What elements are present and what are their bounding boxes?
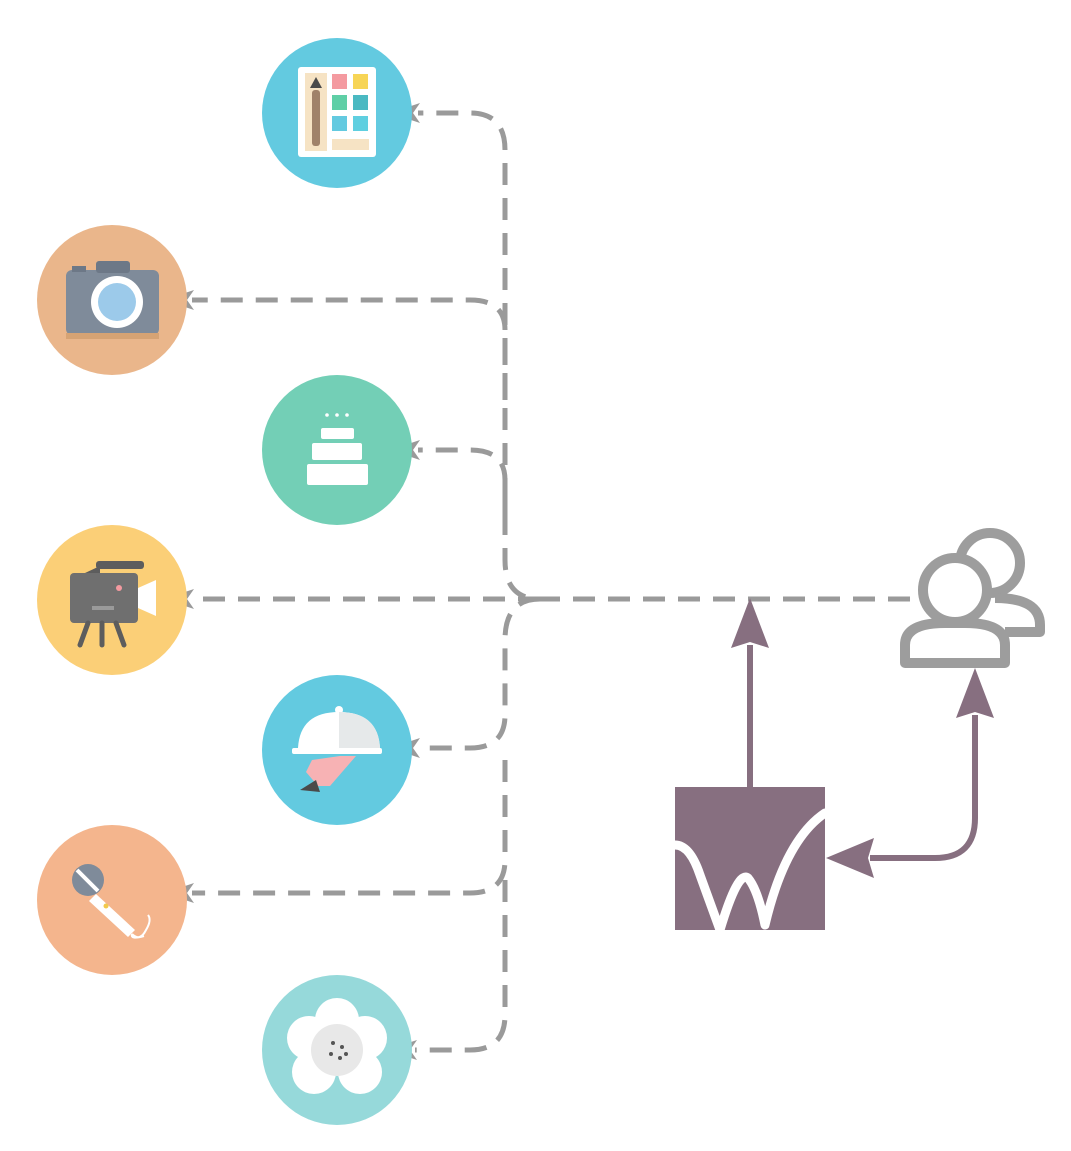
service-palette[interactable] (262, 38, 412, 188)
brand-logo (670, 787, 830, 935)
brand-up-arrowhead (731, 598, 769, 648)
service-videography[interactable] (37, 525, 187, 675)
connector-camera (164, 290, 508, 400)
video-camera-icon (70, 561, 156, 648)
service-catering[interactable] (262, 675, 412, 825)
flower-icon (287, 998, 387, 1094)
dashed-connectors (164, 103, 910, 1060)
connector-catering (390, 596, 541, 758)
service-photography[interactable] (37, 225, 187, 375)
brand-left-arrowhead (826, 838, 874, 878)
cake-icon (307, 413, 368, 485)
service-cake[interactable] (262, 375, 412, 525)
service-entertainment-circle (37, 825, 187, 975)
cloche-icon (292, 706, 382, 792)
users-icon (900, 528, 1045, 668)
connector-flower (387, 880, 508, 1060)
service-florist[interactable] (262, 975, 412, 1125)
connector-mic (164, 760, 508, 903)
users-brand-link (870, 715, 978, 861)
brand-connectors (731, 598, 994, 878)
service-entertainment[interactable] (37, 825, 187, 975)
brand-w-icon (670, 808, 830, 935)
microphone-icon (72, 864, 151, 939)
connector-cake (390, 440, 508, 520)
camera-icon (66, 261, 159, 339)
palette-icon (298, 67, 376, 157)
brand-square (675, 787, 825, 930)
users-up-arrowhead (956, 668, 994, 718)
connector-palette (390, 103, 910, 602)
